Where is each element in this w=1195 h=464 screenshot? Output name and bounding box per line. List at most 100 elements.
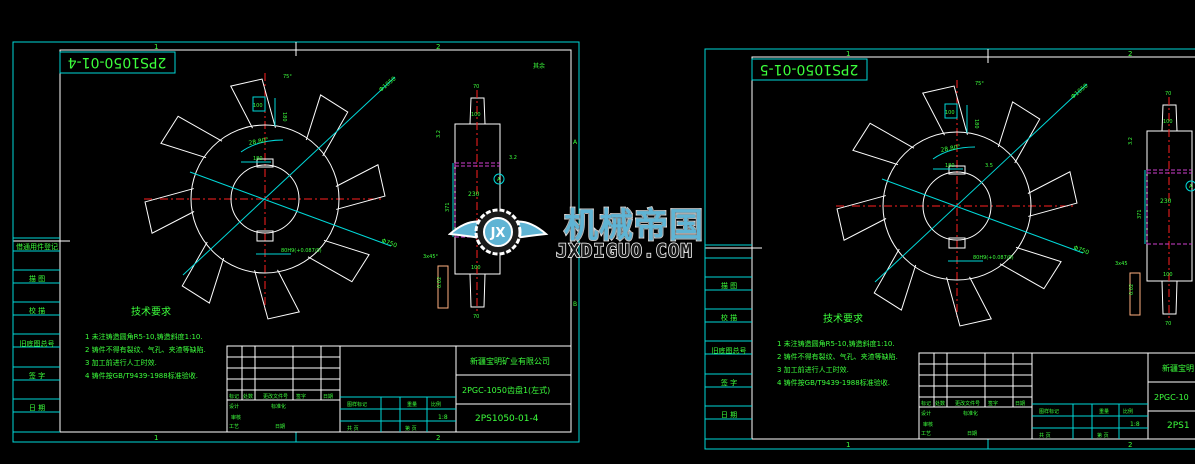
dim-line-dia-hub (189, 171, 392, 247)
tb-label-date2: 日期 (275, 424, 285, 430)
zone-label-2-bottom: 2 (436, 434, 440, 442)
tb-label-date: 日期 (323, 394, 333, 400)
tech-item: 3 加工前进行人工时效. (777, 365, 849, 374)
zone-label-2-bottom: 2 (1128, 441, 1132, 449)
tolerance-frame (437, 265, 449, 309)
dim-shaft-end-bottom: 70 (473, 314, 479, 320)
tb-label-weight: 重量 (1099, 408, 1109, 415)
tb-label-standard: 标准化 (271, 403, 286, 410)
dim-tooth-height: 180 (973, 119, 979, 129)
gear-tooth (181, 241, 225, 304)
side-label: 描 图 (29, 274, 45, 283)
datum-label: A (1189, 184, 1193, 190)
tb-label-page: 第 页 (405, 425, 417, 432)
dim-angle-arc (932, 146, 976, 160)
tb-company: 新疆宝明矿业有限公司 (470, 356, 550, 366)
dim-dia-hub: Φ750 (380, 237, 398, 249)
dim-shaft-end-top: 70 (1165, 91, 1171, 97)
tolerance-frame (1129, 272, 1141, 316)
tech-item: 3 加工前进行人工时效. (85, 358, 157, 367)
dim-tooth-width: 100 (253, 103, 263, 109)
tb-label-process: 工艺 (229, 424, 239, 430)
dim-angle: 28.80° (248, 137, 269, 147)
watermark-title: 机械帝国 (563, 205, 704, 247)
side-label: 描 图 (721, 281, 737, 290)
tb-scale: 1:8 (438, 414, 448, 421)
side-label: 旧底图总号 (712, 346, 747, 355)
tb-title: 2PGC-10 (1154, 393, 1189, 402)
dim-tooth-width-box (944, 103, 958, 119)
keyway-bottom (256, 230, 274, 242)
roughness-2: 3.2 (509, 155, 517, 161)
title-block-frame (226, 345, 572, 433)
zone-label-1: 1 (846, 50, 850, 58)
gear-tooth (307, 239, 370, 283)
tb-label-change_doc: 更改文件号 (955, 400, 980, 407)
zone-label-a: A (573, 139, 578, 146)
dim-tooth-height: 180 (281, 112, 287, 122)
keyway-bottom (948, 237, 966, 249)
watermark-logo-icon: JX (448, 208, 549, 256)
side-label: 日 期 (721, 411, 737, 419)
bore-circle (922, 171, 992, 241)
dim-chamfer: 3x45 (1115, 261, 1128, 267)
shaft-end-bottom (1161, 280, 1178, 315)
tb-label-sample_mark: 图样标记 (1039, 408, 1059, 415)
tb-label-scale_label: 比例 (1123, 408, 1133, 415)
keyway-top (256, 158, 274, 168)
dim-shaft-neck-top: 100 (471, 112, 481, 118)
dim-line-dia-hub (881, 178, 1084, 254)
bore-circle (230, 164, 300, 234)
gear-tooth (335, 164, 386, 210)
tb-label-design: 设计 (921, 410, 931, 417)
drawing-code: 2PS1050-01-4 (68, 54, 167, 70)
tb-scale: 1:8 (1130, 421, 1140, 428)
zone-label-2: 2 (436, 43, 440, 51)
gear-tooth (144, 188, 195, 234)
side-label: 旧底图总号 (20, 339, 55, 348)
datum-circle (1185, 180, 1195, 192)
gear-tooth (922, 85, 968, 136)
dim-tooth-width-box (252, 96, 266, 112)
drawing-code-tag (751, 58, 868, 81)
dim-tooth-width: 100 (945, 110, 955, 116)
tb-label-mark: 标记 (229, 393, 239, 400)
zone-label-1-bottom: 1 (846, 441, 850, 449)
dim-offset: 3.5 (985, 163, 993, 169)
tech-item: 2 铸件不得有裂纹、气孔、夹渣等缺陷. (777, 352, 898, 361)
tech-item: 1 未注铸造圆角R5-10,铸造斜度1:10. (85, 332, 203, 341)
zone-label-b: B (573, 301, 577, 308)
tb-label-sign: 签字 (296, 393, 306, 400)
shaft-end-bottom (469, 273, 486, 308)
tb-drawing-no: 2PS1 (1167, 421, 1190, 431)
zone-label-2: 2 (1128, 50, 1132, 58)
roughness-1: 3.2 (436, 130, 442, 138)
watermark: JX 机械帝国 JXDIGUO.COM (448, 196, 748, 266)
dim-tip-angle: 75° (975, 81, 984, 87)
dim-bore: 230 (468, 191, 480, 198)
tb-label-page: 第 页 (1097, 432, 1109, 439)
title-block: 标记处数更改文件号签字日期设计标准化工艺日期审核图样标记重量比例共 页第 页1:… (918, 352, 1195, 440)
tb-label-date: 日期 (1015, 401, 1025, 407)
dim-length: 371 (445, 202, 451, 212)
roughness-other: 其余 (533, 62, 545, 70)
tech-heading: 技术要求 (131, 305, 171, 318)
dim-line-dia-outer (874, 83, 1088, 283)
dim-dia-outer: Φ1050 (378, 75, 398, 93)
gear-tooth (305, 94, 349, 157)
roughness-1: 3.2 (1128, 137, 1134, 145)
tb-label-standard: 标准化 (963, 410, 978, 417)
datum-circle (493, 173, 505, 185)
gear-front-view: Φ1050Φ75010018075°28.80°18080H9(+0.087/0… (836, 80, 1090, 327)
side-label: 签 字 (721, 378, 737, 387)
gear-tooth (852, 122, 915, 166)
tb-title: 2PGC-1050齿盘1(左式) (462, 385, 550, 395)
tb-label-sign: 签字 (988, 400, 998, 407)
gear-tooth (1027, 171, 1078, 217)
side-label: 日 期 (29, 404, 45, 412)
tech-item: 2 铸件不得有裂纹、气孔、夹渣等缺陷. (85, 345, 206, 354)
